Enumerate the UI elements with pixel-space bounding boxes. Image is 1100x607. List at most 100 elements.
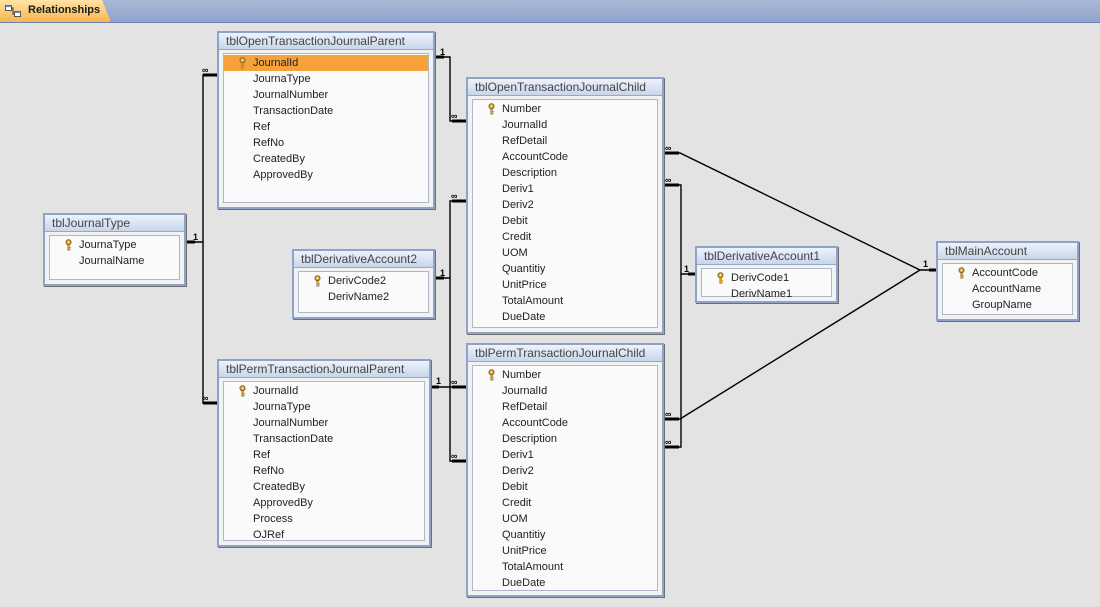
field-row[interactable]: JournalName xyxy=(50,253,179,269)
field-name: Deriv1 xyxy=(502,183,534,195)
field-row[interactable]: DerivName1 xyxy=(702,286,831,302)
table-title[interactable]: tblDerivativeAccount1 xyxy=(697,248,836,265)
field-name: JournalId xyxy=(253,57,299,69)
field-row[interactable]: DerivName2 xyxy=(299,289,428,305)
field-row[interactable]: AccountCode xyxy=(943,265,1072,281)
field-row[interactable]: RefNo xyxy=(224,135,428,151)
field-name: AccountCode xyxy=(972,267,1039,279)
relationship-line xyxy=(664,274,682,448)
field-row[interactable]: JournalId xyxy=(224,55,428,71)
field-row[interactable]: DueDate xyxy=(473,309,657,325)
field-row[interactable]: Credit xyxy=(473,229,657,245)
field-row[interactable]: Credit xyxy=(473,495,657,511)
field-row[interactable]: Ref xyxy=(224,119,428,135)
field-row[interactable]: DueDate xyxy=(473,575,657,591)
field-row[interactable]: Description xyxy=(473,431,657,447)
table-title[interactable]: tblPermTransactionJournalParent xyxy=(219,361,429,378)
field-row[interactable]: TransactionDate xyxy=(224,431,424,447)
field-row[interactable]: JournaType xyxy=(224,71,428,87)
primary-key-icon xyxy=(716,272,725,284)
field-row[interactable]: CreatedBy xyxy=(224,151,428,167)
field-row[interactable]: OJRef xyxy=(224,527,424,543)
field-row[interactable]: Process xyxy=(224,511,424,527)
field-row[interactable]: CreatedBy xyxy=(224,479,424,495)
table-title[interactable]: tblOpenTransactionJournalChild xyxy=(468,79,662,96)
field-row[interactable]: Debit xyxy=(473,479,657,495)
field-row[interactable]: AccountCode xyxy=(473,149,657,165)
field-row[interactable]: Ref xyxy=(224,447,424,463)
field-name: JournalId xyxy=(502,385,548,397)
field-row[interactable]: DerivCode2 xyxy=(299,273,428,289)
field-row[interactable]: AccountName xyxy=(943,281,1072,297)
field-row[interactable]: JournaType xyxy=(224,399,424,415)
field-name: ApprovedBy xyxy=(253,169,313,181)
field-row[interactable]: Number xyxy=(473,101,657,117)
field-row[interactable]: JournalNumber xyxy=(224,415,424,431)
field-name: JournalNumber xyxy=(253,89,329,101)
field-row[interactable]: GroupName xyxy=(943,297,1072,313)
field-name: Deriv1 xyxy=(502,449,534,461)
table-tblOpenTransactionJournalParent[interactable]: tblOpenTransactionJournalParent JournalI… xyxy=(217,31,435,209)
field-name: Number xyxy=(502,369,542,381)
relationships-tab[interactable]: Relationships xyxy=(0,0,111,22)
field-row[interactable]: JournalId xyxy=(473,117,657,133)
field-row[interactable]: Deriv1 xyxy=(473,181,657,197)
field-name: TransactionDate xyxy=(253,105,334,117)
field-name: Ref xyxy=(253,449,271,461)
table-title[interactable]: tblDerivativeAccount2 xyxy=(294,251,433,268)
field-row[interactable]: Quantitiy xyxy=(473,527,657,543)
field-row[interactable]: RefDetail xyxy=(473,133,657,149)
field-row[interactable]: Deriv2 xyxy=(473,463,657,479)
field-row[interactable]: JournalId xyxy=(473,383,657,399)
table-title[interactable]: tblJournalType xyxy=(45,215,184,232)
cardinality-many-label: ∞ xyxy=(202,65,209,75)
field-row[interactable]: Deriv2 xyxy=(473,197,657,213)
field-name: Deriv2 xyxy=(502,465,534,477)
field-row[interactable]: Description xyxy=(473,165,657,181)
field-row[interactable]: AccountCode xyxy=(473,415,657,431)
primary-key-icon xyxy=(313,275,322,287)
field-row[interactable]: DerivCode1 xyxy=(702,270,831,286)
field-row[interactable]: ApprovedBy xyxy=(224,495,424,511)
field-row[interactable]: UnitPrice xyxy=(473,277,657,293)
field-row[interactable]: Deriv1 xyxy=(473,447,657,463)
cardinality-one-label: 1 xyxy=(923,259,928,269)
table-tblPermTransactionJournalParent[interactable]: tblPermTransactionJournalParent JournalI… xyxy=(217,359,431,547)
table-title[interactable]: tblMainAccount xyxy=(938,243,1077,260)
field-row[interactable]: JournalId xyxy=(224,383,424,399)
field-row[interactable]: TotalAmount xyxy=(473,293,657,309)
field-row[interactable]: TotalAmount xyxy=(473,559,657,575)
table-title[interactable]: tblPermTransactionJournalChild xyxy=(468,345,662,362)
field-row[interactable]: Quantitiy xyxy=(473,261,657,277)
field-row[interactable]: UOM xyxy=(473,511,657,527)
table-title[interactable]: tblOpenTransactionJournalParent xyxy=(219,33,433,50)
field-row[interactable]: Debit xyxy=(473,213,657,229)
field-row[interactable]: RefDetail xyxy=(473,399,657,415)
field-name: JournalName xyxy=(79,255,145,267)
field-row[interactable]: RefNo xyxy=(224,463,424,479)
field-row[interactable]: UOM xyxy=(473,245,657,261)
field-row[interactable]: Number xyxy=(473,367,657,383)
relationships-icon xyxy=(5,5,21,17)
field-name: CreatedBy xyxy=(253,481,305,493)
field-row[interactable]: UnitPrice xyxy=(473,543,657,559)
field-row[interactable]: JournalNumber xyxy=(224,87,428,103)
field-row[interactable]: JournaType xyxy=(50,237,179,253)
field-name: Credit xyxy=(502,231,532,243)
field-row[interactable]: ApprovedBy xyxy=(224,167,428,183)
field-row[interactable]: TransactionDate xyxy=(224,103,428,119)
